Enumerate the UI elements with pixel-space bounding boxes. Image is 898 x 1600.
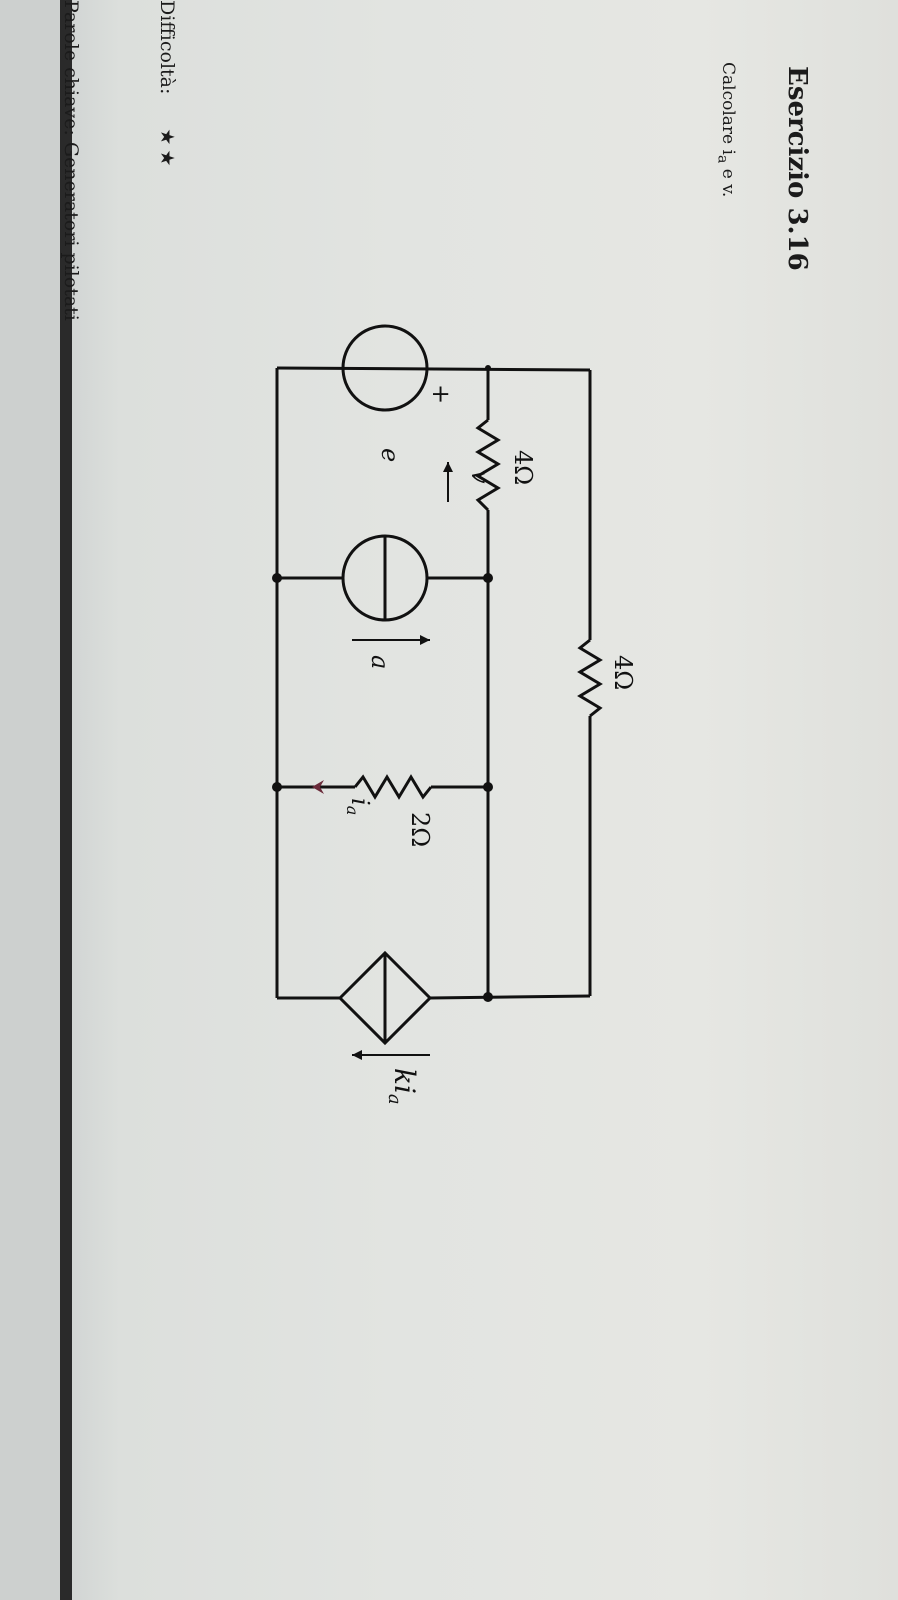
arrowhead-ia — [312, 780, 324, 794]
node — [483, 782, 493, 792]
node — [485, 365, 491, 371]
resistor-4ohm-top — [475, 418, 501, 512]
arrowhead-v — [443, 462, 453, 472]
label-r-right: 4Ω — [609, 655, 637, 690]
resistor-4ohm-right — [577, 638, 603, 718]
voltage-source-e — [341, 324, 429, 412]
dependent-current-source — [337, 950, 433, 1046]
label-a: a — [366, 655, 394, 669]
node — [272, 782, 282, 792]
label-plus: + — [427, 384, 455, 404]
node — [483, 573, 493, 583]
label-r-mid: 2Ω — [406, 812, 434, 847]
label-r-top: 4Ω — [509, 450, 537, 485]
node — [272, 573, 282, 583]
arrowhead-a — [420, 635, 430, 645]
label-kia: kia — [384, 1068, 421, 1105]
label-e: e — [376, 448, 404, 462]
label-v: v — [466, 470, 494, 484]
label-ia: ia — [343, 798, 374, 815]
arrowhead-kia — [352, 1050, 362, 1060]
wire-bottom-right — [429, 994, 591, 1000]
node — [483, 992, 493, 1002]
page-edge — [60, 0, 72, 1600]
resistor-2ohm — [353, 774, 433, 800]
wire-top — [276, 366, 591, 372]
background-table — [0, 0, 62, 1600]
